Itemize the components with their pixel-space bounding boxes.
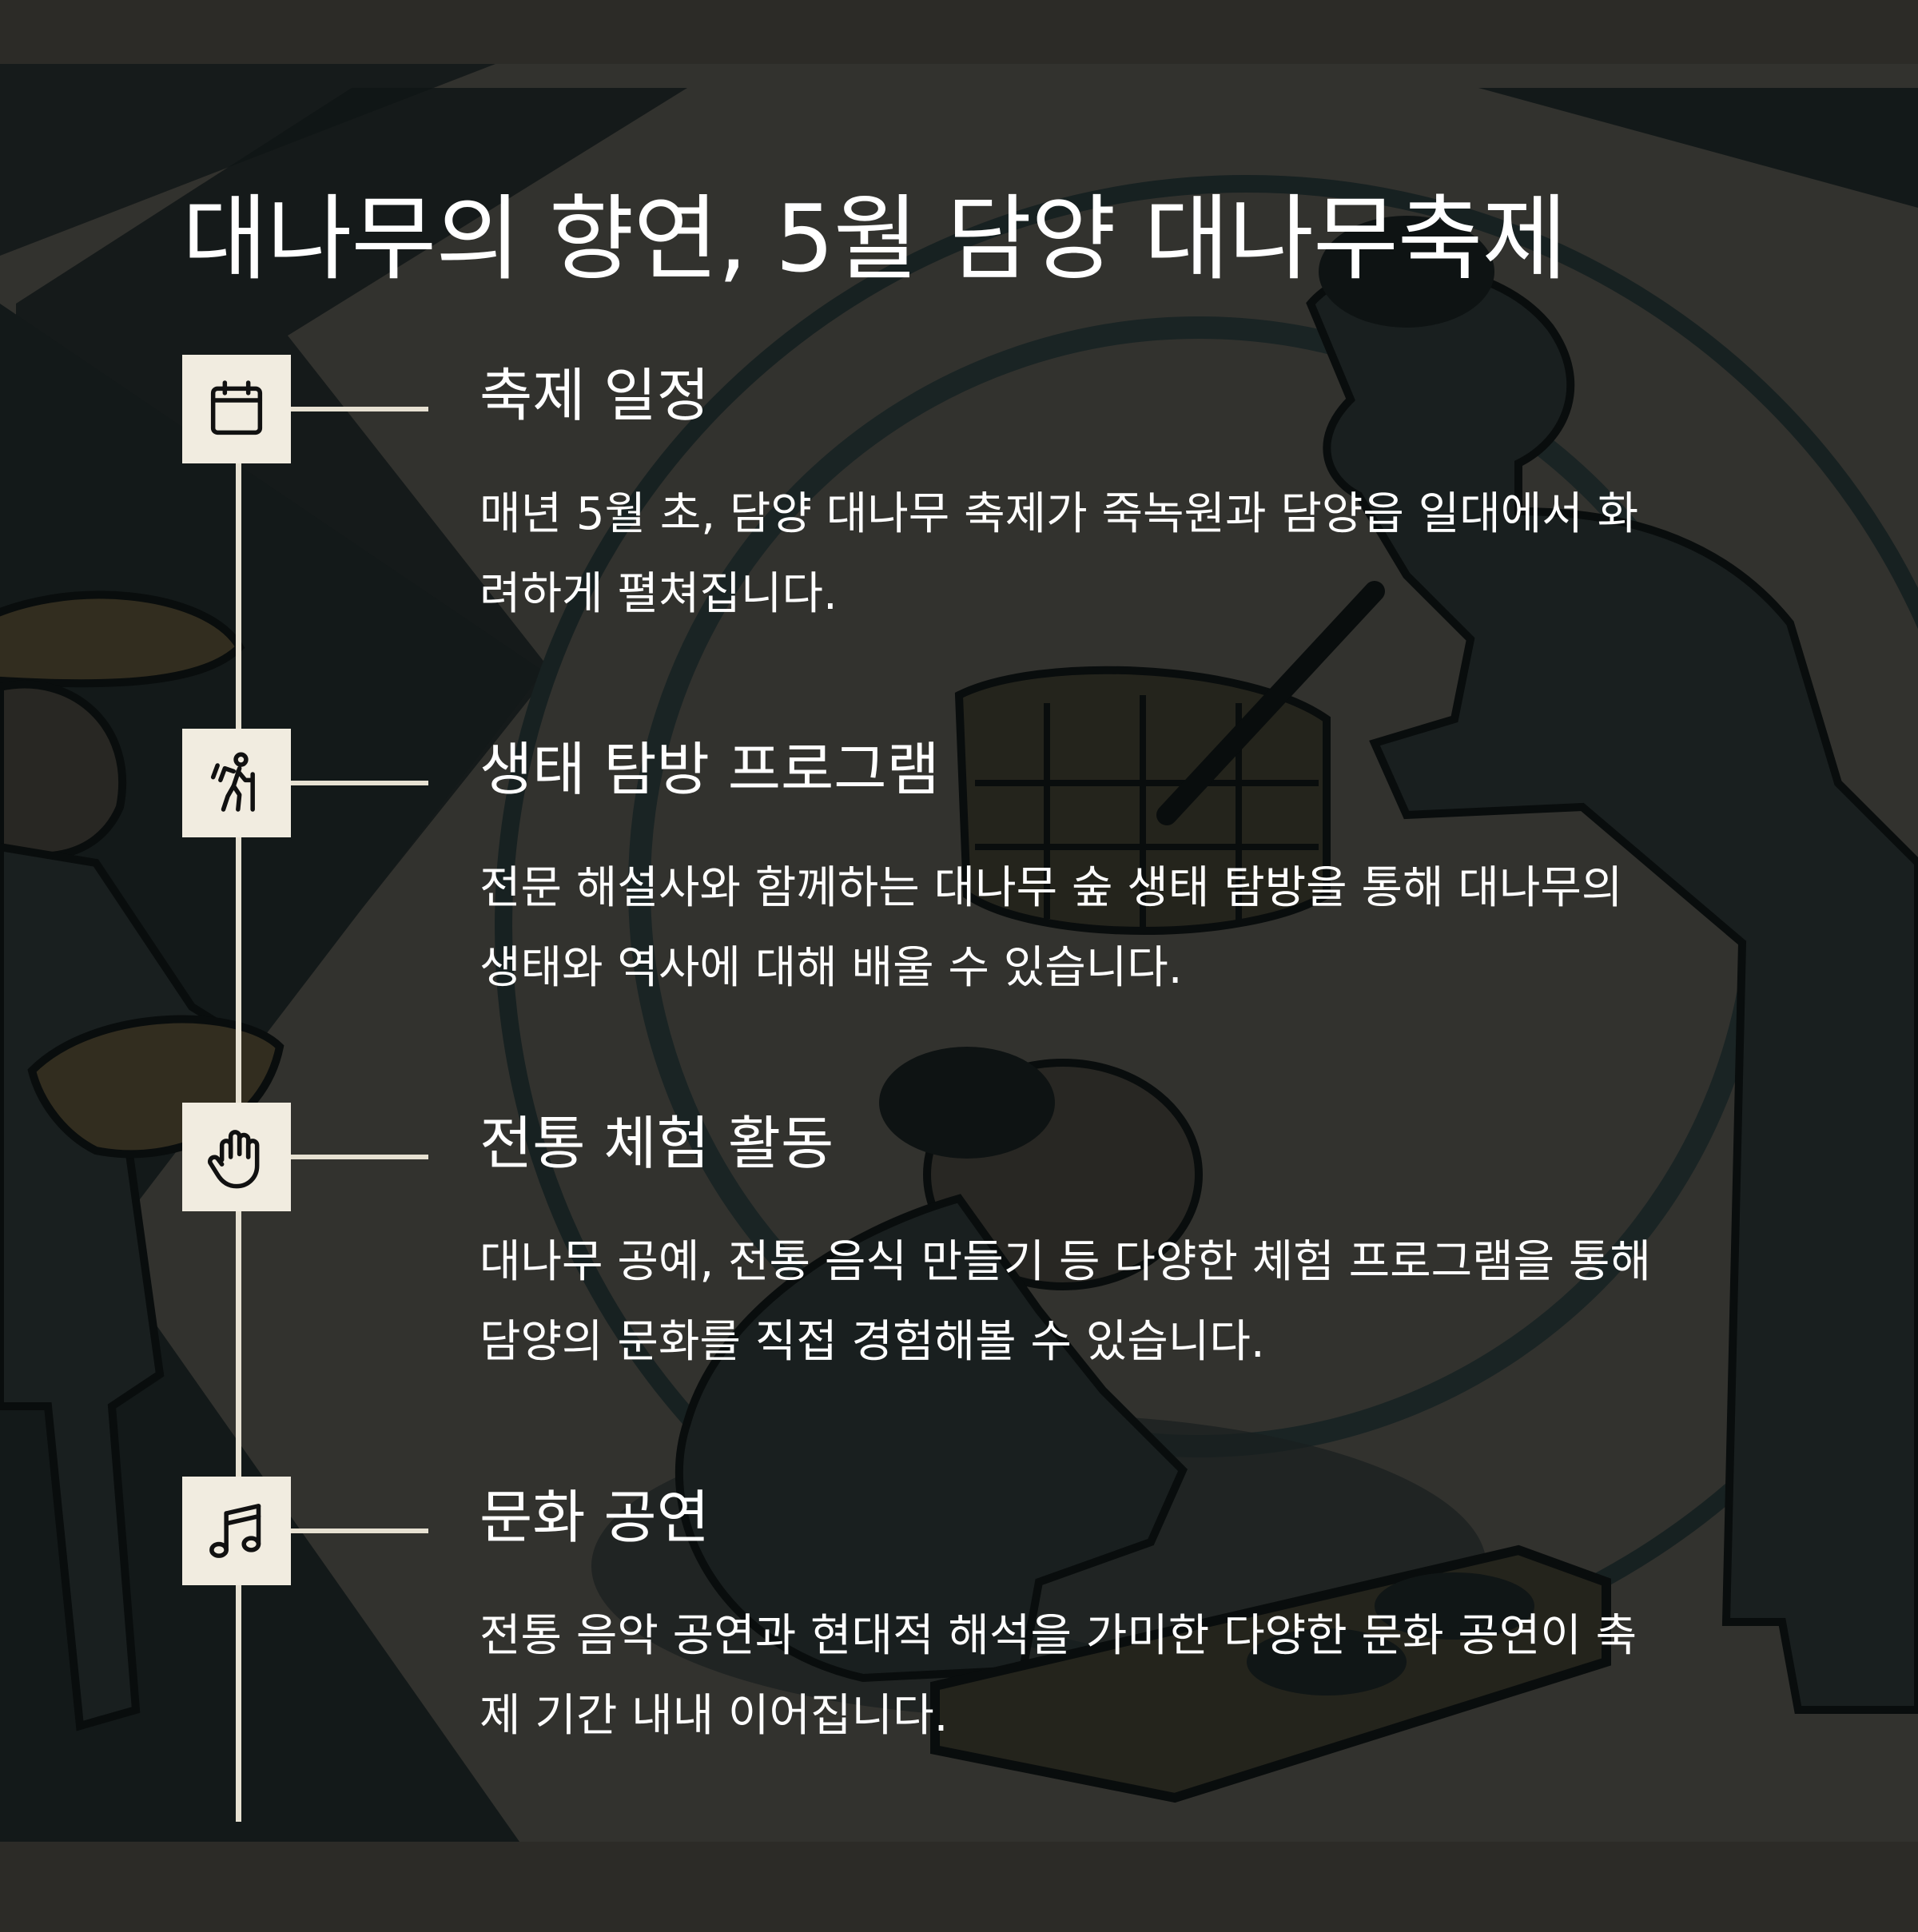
background-illustration xyxy=(0,64,1918,1842)
icon-box xyxy=(182,1477,291,1585)
item-description: 대나무 공예, 전통 음식 만들기 등 다양한 체험 프로그램을 통해 담양의 … xyxy=(480,1236,1652,1368)
item-title: 전통 체험 활동 xyxy=(480,1110,834,1177)
icon-box xyxy=(182,355,291,463)
item-description: 전문 해설사와 함께하는 대나무 숲 생태 탐방을 통해 대나무의 생태와 역사… xyxy=(480,862,1623,994)
hiker-icon xyxy=(210,752,255,812)
page-title: 대나무의 향연, 5월 담양 대나무축제 xyxy=(182,185,1567,293)
timeline-connector xyxy=(291,1529,428,1533)
music-note-icon xyxy=(209,1504,261,1558)
item-description: 매년 5월 초, 담양 대나무 축제가 죽녹원과 담양읍 일대에서 화 려하게 … xyxy=(480,488,1639,620)
item-title: 생태 탐방 프로그램 xyxy=(480,736,940,803)
timeline-connector xyxy=(291,407,428,411)
timeline-connector xyxy=(291,781,428,785)
timeline-connector xyxy=(291,1155,428,1159)
icon-box xyxy=(182,729,291,837)
calendar-icon xyxy=(210,380,263,435)
item-title: 축제 일정 xyxy=(480,362,710,429)
hand-icon xyxy=(208,1130,260,1189)
icon-box xyxy=(182,1103,291,1211)
item-title: 문화 공연 xyxy=(480,1484,710,1551)
item-description: 전통 음악 공연과 현대적 해석을 가미한 다양한 문화 공연이 축 제 기간 … xyxy=(480,1610,1637,1742)
infographic-panel: 대나무의 향연, 5월 담양 대나무축제 축제 일정 매년 5월 초, 담양 대… xyxy=(0,64,1918,1842)
